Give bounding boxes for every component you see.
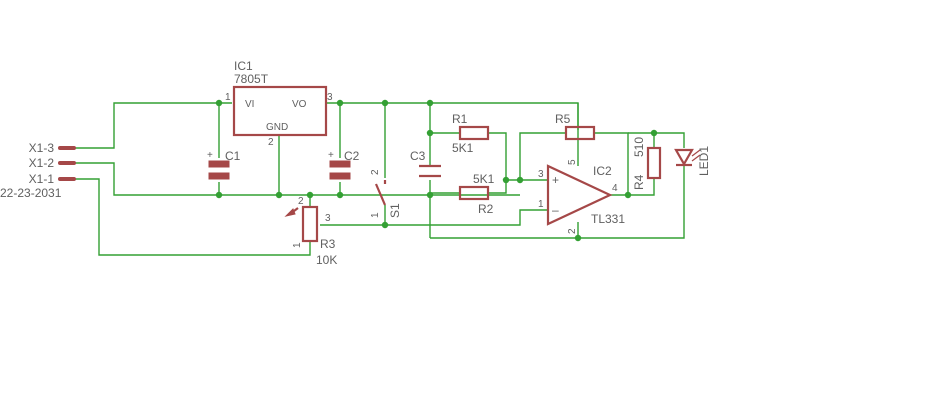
resistor-r4: R4 510 <box>632 137 662 190</box>
junction <box>215 191 223 199</box>
junction <box>381 221 389 229</box>
r4-value: 510 <box>632 137 646 157</box>
c1-polarity: + <box>207 150 213 161</box>
junction <box>306 191 314 199</box>
c2-name: C2 <box>344 149 360 163</box>
connector-x1: X1-3 X1-2 X1-1 22-23-2031 <box>0 141 76 200</box>
r4-name: R4 <box>632 174 646 190</box>
junction <box>516 176 524 184</box>
connector-pin-label: X1-2 <box>29 156 55 170</box>
junction <box>574 234 582 242</box>
wires <box>74 102 685 256</box>
ic1-regulator: IC1 7805T VI VO GND 1 3 2 <box>225 59 333 148</box>
ic2-name: IC2 <box>593 164 612 178</box>
connector-pin-label: X1-1 <box>29 172 55 186</box>
ic1-pin-gnd: GND <box>266 122 288 133</box>
junction <box>215 99 223 107</box>
c2-polarity: + <box>328 150 334 161</box>
led1-name: LED1 <box>697 146 711 176</box>
s1-pin-number: 1 <box>370 212 381 218</box>
r3-pin-number: 2 <box>298 196 304 207</box>
ic2-pin-number: 1 <box>538 199 544 210</box>
ic1-name: IC1 <box>234 59 253 73</box>
ic2-value: TL331 <box>591 212 625 226</box>
junction <box>426 191 434 199</box>
ic1-pin-vi: VI <box>245 99 254 110</box>
resistor-r2: 5K1 R2 <box>458 172 495 216</box>
capacitor-c1: + C1 <box>207 149 241 180</box>
capacitor-c3: C3 <box>410 149 441 178</box>
connector-pin-label: X1-3 <box>29 141 55 155</box>
connector-part-number: 22-23-2031 <box>0 186 62 200</box>
s1-name: S1 <box>388 203 402 218</box>
capacitor-c2: + C2 <box>328 149 360 180</box>
ic2-pin-number: 2 <box>567 228 578 234</box>
r1-value: 5K1 <box>452 141 474 155</box>
junction <box>502 176 510 184</box>
r3-value: 10K <box>316 253 337 267</box>
junction <box>336 191 344 199</box>
junction <box>381 99 389 107</box>
ic2-pin-number: 5 <box>567 159 578 165</box>
resistor-r5: R5 <box>555 112 596 141</box>
r2-name: R2 <box>478 202 494 216</box>
ic1-pin-number: 1 <box>225 92 231 103</box>
junction <box>275 191 283 199</box>
led-led1: LED1 <box>674 146 711 176</box>
ic2-comparator: + – IC2 TL331 3 1 4 5 2 <box>538 159 625 234</box>
potentiometer-r3: 2 3 1 R3 10K <box>284 196 337 267</box>
r3-pin-number: 1 <box>292 242 303 248</box>
s1-pin-number: 2 <box>370 169 381 175</box>
c1-name: C1 <box>225 149 241 163</box>
r3-pin-number: 3 <box>325 213 331 224</box>
ic2-pin-number: 3 <box>538 169 544 180</box>
switch-s1: 2 1 S1 <box>370 169 402 218</box>
r3-name: R3 <box>320 237 336 251</box>
ic2-pin-number: 4 <box>612 183 618 194</box>
r2-value: 5K1 <box>473 172 495 186</box>
junction <box>426 99 434 107</box>
r1-name: R1 <box>452 112 468 126</box>
c3-name: C3 <box>410 149 426 163</box>
junction <box>650 129 658 137</box>
junction <box>426 129 434 137</box>
ic1-pin-number: 3 <box>327 92 333 103</box>
ic2-plus-input: + <box>552 173 559 187</box>
ic1-pin-vo: VO <box>292 99 307 110</box>
junction <box>336 99 344 107</box>
r5-name: R5 <box>555 112 571 126</box>
junction <box>624 191 632 199</box>
resistor-r1: R1 5K1 <box>452 112 490 155</box>
ic2-minus-input: – <box>552 203 559 217</box>
junctions <box>215 99 658 242</box>
ic1-pin-number: 2 <box>268 137 274 148</box>
ic1-value: 7805T <box>234 72 269 86</box>
